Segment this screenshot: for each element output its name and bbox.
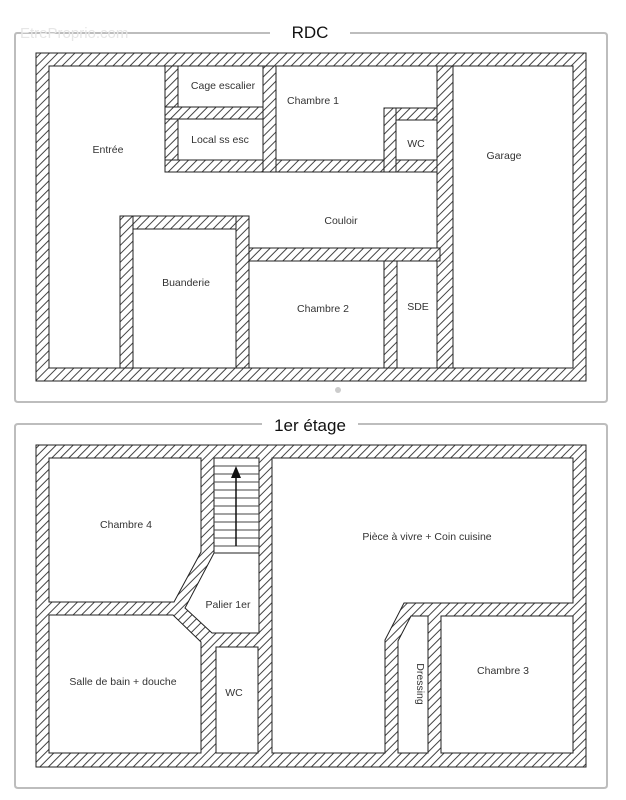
floor-title-rdc: RDC (292, 23, 329, 42)
dot (335, 387, 341, 393)
watermark: EtreProprio.com (20, 25, 128, 42)
label-garage: Garage (486, 150, 521, 162)
label-wc-1er: WC (225, 687, 243, 699)
rooms-1er (48, 457, 574, 754)
floor-title-1er-etage: 1er étage (274, 416, 346, 435)
label-palier-1er: Palier 1er (206, 599, 251, 611)
room-buanderie (132, 228, 237, 369)
label-wc-rdc: WC (407, 138, 425, 150)
label-dressing: Dressing (414, 663, 426, 705)
frame-1er-etage (14, 423, 608, 789)
label-sde: SDE (407, 301, 429, 313)
label-salle-de-bain: Salle de bain + douche (69, 676, 176, 688)
room-salle-de-bain (48, 614, 202, 754)
arrow-up-icon (231, 466, 241, 478)
label-chambre-4: Chambre 4 (100, 519, 152, 531)
room-cage-escalier (177, 65, 264, 108)
label-chambre-3: Chambre 3 (477, 665, 529, 677)
label-entree: Entrée (93, 144, 124, 156)
room-entree-couloir (48, 65, 438, 369)
room-chambre-2 (248, 260, 385, 369)
room-sde (396, 260, 438, 369)
room-chambre-3 (440, 615, 574, 754)
room-piece-a-vivre (271, 457, 574, 754)
floor-1er-etage: 1er étage Chambre 4 (14, 416, 608, 789)
room-wc-1er (215, 646, 259, 754)
label-local-ss-esc: Local ss esc (191, 134, 249, 146)
room-chambre-1 (275, 65, 438, 161)
label-buanderie: Buanderie (162, 277, 210, 289)
room-wc-rdc (395, 119, 438, 161)
room-palier-1er (184, 552, 260, 634)
label-cage-escalier: Cage escalier (191, 80, 256, 92)
rooms-rdc (48, 65, 574, 369)
label-couloir: Couloir (324, 215, 358, 227)
frame-rdc (14, 32, 608, 403)
floor-rdc: EtreProprio.com RDC (14, 23, 608, 403)
room-local-ss-esc (177, 118, 264, 161)
label-piece-a-vivre: Pièce à vivre + Coin cuisine (362, 531, 491, 543)
label-chambre-2: Chambre 2 (297, 303, 349, 315)
label-chambre-1: Chambre 1 (287, 95, 339, 107)
walls-interior (119, 65, 454, 369)
room-dressing (397, 615, 429, 754)
room-garage (452, 65, 574, 369)
room-chambre-4 (48, 457, 202, 603)
